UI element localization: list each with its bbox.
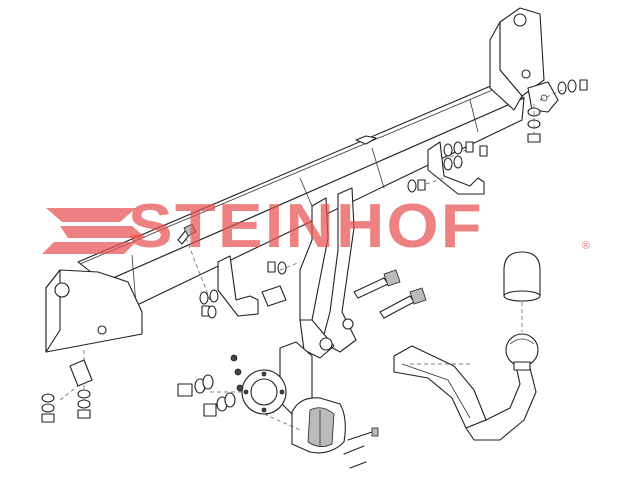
- bolts: [177, 135, 427, 469]
- angle-brackets: [217, 141, 485, 317]
- center-mounting-plates: [299, 187, 357, 359]
- left-side-bracket: [45, 269, 143, 400]
- nuts-and-washers: [41, 79, 588, 423]
- washer-stack-center-right: [407, 141, 488, 193]
- washer-stack-center-left: [199, 261, 287, 319]
- right-side-bracket: [489, 7, 559, 113]
- tow-ball: [505, 333, 539, 371]
- assembly-guide-lines: [59, 89, 563, 431]
- electrical-socket: [291, 397, 346, 454]
- socket-plate: [241, 341, 313, 415]
- washer-stack-right: [527, 79, 588, 143]
- washer-stack-socket: [177, 354, 244, 417]
- washer-stack-left: [41, 359, 93, 423]
- ball-cover: [503, 251, 541, 332]
